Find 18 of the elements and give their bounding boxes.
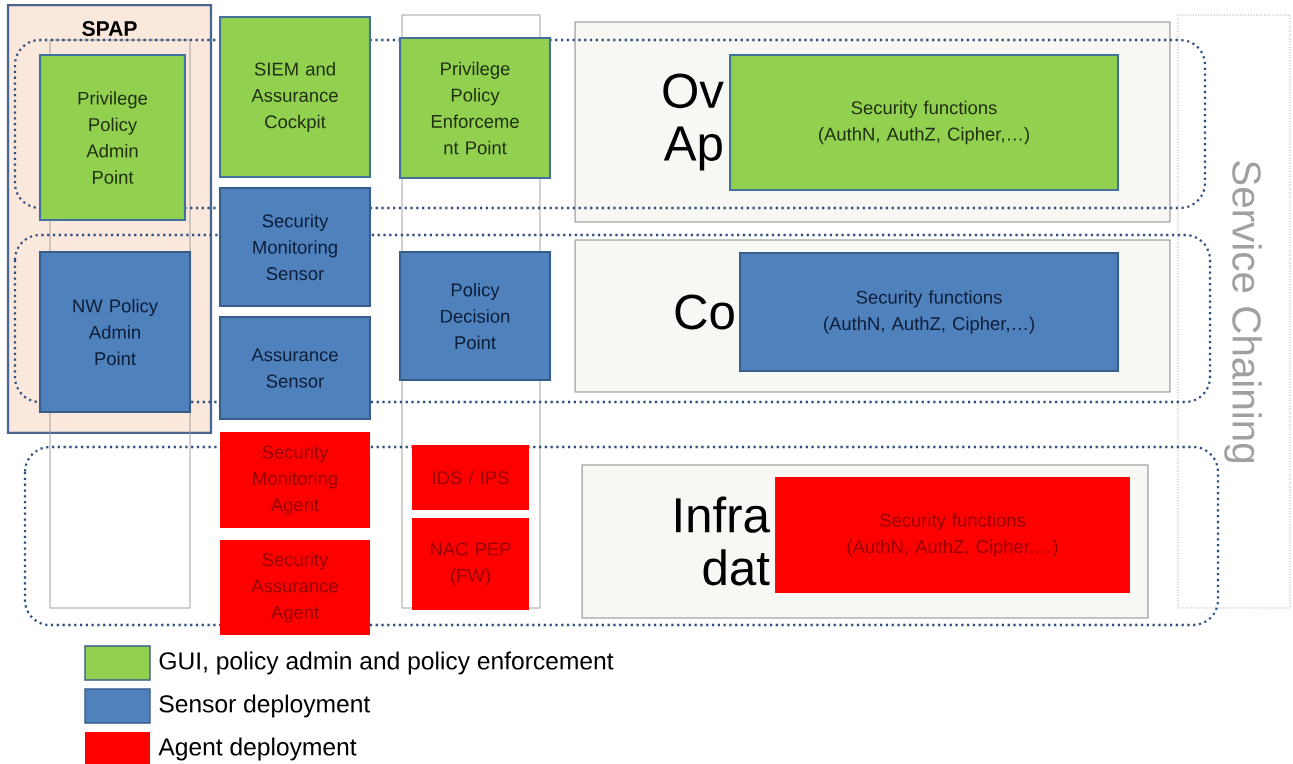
component-box: Assurance Sensor — [218, 315, 372, 421]
component-box: Security Monitoring Agent — [220, 432, 370, 528]
component-box: Privilege Policy Admin Point — [38, 53, 187, 222]
component-box: Security functions (AuthN, AuthZ, Cipher,…) — [729, 53, 1120, 192]
service-chaining-panel: Service Chaining — [1177, 14, 1291, 609]
legend-label: Agent deployment — [158, 737, 357, 761]
component-box: Security Assurance Agent — [220, 540, 370, 635]
component-box: IDS / IPS — [412, 445, 529, 510]
component-box: Security functions (AuthN, AuthZ, Cipher,…) — [775, 477, 1130, 593]
component-box: SIEM and Assurance Cockpit — [218, 15, 372, 179]
component-box: NAC PEP (FW) — [412, 518, 529, 610]
legend-label: Sensor deployment — [159, 694, 371, 718]
component-box: Security functions (AuthN, AuthZ, Cipher,…) — [739, 251, 1120, 373]
component-box: NW Policy Admin Point — [38, 250, 192, 414]
component-box: Security Monitoring Sensor — [218, 186, 372, 308]
component-box: Privilege Policy Enforceme nt Point — [398, 36, 552, 180]
legend-label: GUI, policy admin and policy enforcement — [159, 651, 614, 675]
component-box: Policy Decision Point — [398, 250, 552, 382]
